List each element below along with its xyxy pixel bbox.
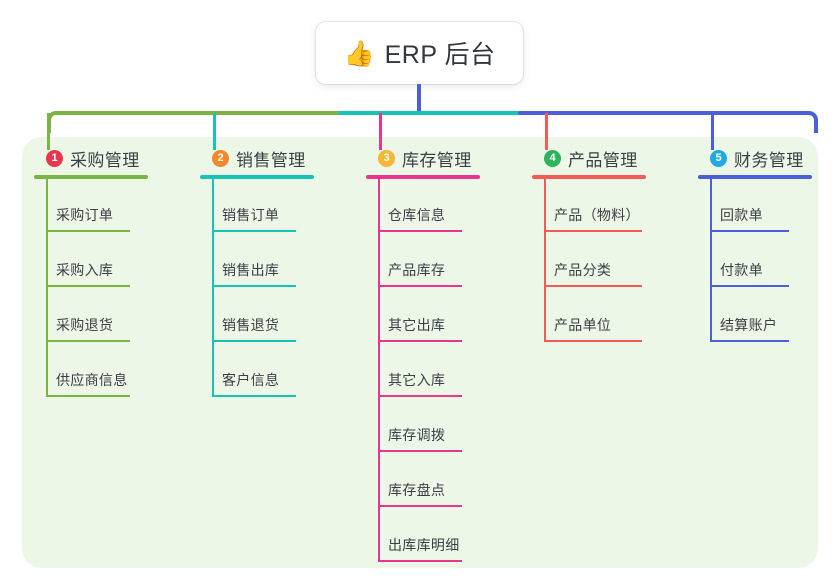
- column-title-1: 采购管理: [70, 150, 140, 170]
- column-title-5: 财务管理: [734, 150, 804, 170]
- column-spine-2: [212, 177, 214, 397]
- drop-connector-1: [47, 113, 50, 150]
- column-header-3[interactable]: 3 库存管理: [366, 146, 480, 170]
- diagram-panel: [22, 137, 818, 568]
- list-item-label: 库存盘点: [388, 482, 446, 498]
- list-item-label: 销售订单: [222, 207, 280, 223]
- list-item-rule: [46, 395, 130, 397]
- list-item-label: 供应商信息: [56, 372, 128, 388]
- list-item-rule: [212, 230, 296, 232]
- column-underline-1: [34, 175, 148, 179]
- column-4[interactable]: 4 产品管理: [532, 146, 646, 179]
- list-item-label: 仓库信息: [388, 207, 446, 223]
- list-item-label: 回款单: [720, 207, 763, 223]
- drop-connector-3: [379, 113, 382, 150]
- column-header-4[interactable]: 4 产品管理: [532, 146, 646, 170]
- bus-left-elbow: [47, 111, 69, 133]
- list-item-label: 出库库明细: [388, 537, 460, 553]
- list-item-label: 产品（物料）: [554, 207, 640, 223]
- bus-right-elbow: [796, 111, 818, 133]
- list-item-rule: [212, 285, 296, 287]
- list-item-rule: [212, 395, 296, 397]
- column-2[interactable]: 2 销售管理: [200, 146, 314, 179]
- list-item-rule: [710, 340, 789, 342]
- list-item-rule: [378, 450, 462, 452]
- column-title-2: 销售管理: [236, 150, 306, 170]
- column-underline-5: [698, 175, 812, 179]
- column-spine-1: [46, 177, 48, 397]
- list-item-rule: [378, 505, 462, 507]
- list-item-rule: [46, 230, 130, 232]
- list-item-label: 产品单位: [554, 317, 612, 333]
- column-title-4: 产品管理: [568, 150, 638, 170]
- column-5[interactable]: 5 财务管理: [698, 146, 812, 179]
- list-item-rule: [212, 340, 296, 342]
- list-item-rule: [544, 230, 642, 232]
- list-item-rule: [378, 395, 462, 397]
- trunk-connector: [417, 84, 421, 113]
- column-underline-2: [200, 175, 314, 179]
- list-item-rule: [378, 285, 462, 287]
- list-item-label: 库存调拨: [388, 427, 446, 443]
- column-header-1[interactable]: 1 采购管理: [34, 146, 148, 170]
- list-item-rule: [544, 285, 642, 287]
- column-underline-3: [366, 175, 480, 179]
- list-item-label: 销售退货: [222, 317, 280, 333]
- list-item-rule: [378, 340, 462, 342]
- list-item-label: 付款单: [720, 262, 763, 278]
- list-item-label: 产品库存: [388, 262, 446, 278]
- list-item-label: 销售出库: [222, 262, 280, 278]
- list-item-rule: [710, 285, 789, 287]
- thumbs-up-icon: 👍: [343, 39, 375, 68]
- list-item-rule: [710, 230, 789, 232]
- list-item-label: 其它入库: [388, 372, 446, 388]
- column-badge-3: 3: [378, 149, 395, 167]
- list-item-label: 其它出库: [388, 317, 446, 333]
- root-node[interactable]: 👍 ERP 后台: [316, 22, 523, 84]
- column-badge-4: 4: [544, 149, 561, 167]
- list-item-rule: [46, 285, 130, 287]
- column-header-5[interactable]: 5 财务管理: [698, 146, 812, 170]
- drop-connector-5: [711, 113, 714, 150]
- list-item-label: 客户信息: [222, 372, 280, 388]
- list-item-label: 采购入库: [56, 262, 114, 278]
- list-item-label: 采购退货: [56, 317, 114, 333]
- root-node-title: ERP 后台: [384, 41, 496, 69]
- list-item-rule: [46, 340, 130, 342]
- column-1[interactable]: 1 采购管理: [34, 146, 148, 179]
- list-item-rule: [378, 560, 462, 562]
- drop-connector-4: [545, 113, 548, 150]
- column-badge-1: 1: [46, 149, 63, 167]
- column-header-2[interactable]: 2 销售管理: [200, 146, 314, 170]
- list-item-label: 产品分类: [554, 262, 612, 278]
- bus-segment-1: [67, 111, 340, 115]
- column-spine-5: [710, 177, 712, 342]
- bus-segment-3: [518, 111, 800, 115]
- column-badge-2: 2: [212, 149, 229, 167]
- column-spine-4: [544, 177, 546, 342]
- column-badge-5: 5: [710, 149, 727, 167]
- bus-segment-2: [338, 111, 520, 115]
- column-underline-4: [532, 175, 646, 179]
- column-spine-3: [378, 177, 380, 562]
- column-3[interactable]: 3 库存管理: [366, 146, 480, 179]
- drop-connector-2: [213, 113, 216, 150]
- list-item-rule: [544, 340, 642, 342]
- list-item-rule: [378, 230, 462, 232]
- list-item-label: 结算账户: [720, 317, 778, 333]
- column-title-3: 库存管理: [402, 150, 472, 170]
- list-item-label: 采购订单: [56, 207, 114, 223]
